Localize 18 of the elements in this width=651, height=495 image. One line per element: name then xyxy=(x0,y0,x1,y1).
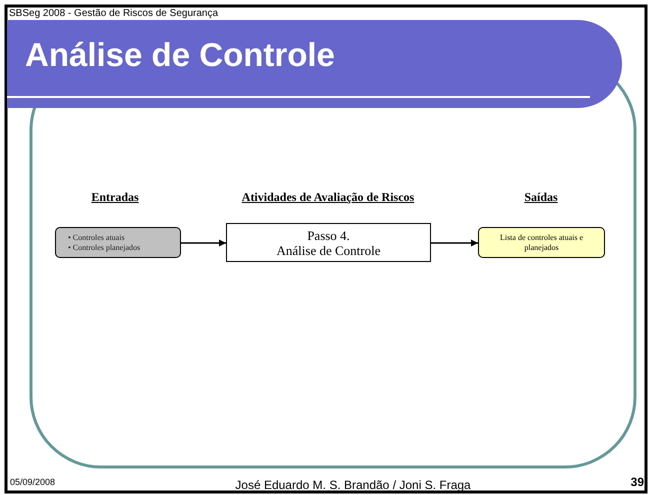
column-heading: Entradas xyxy=(91,190,139,205)
header-text: SBSeg 2008 - Gestão de Riscos de Segurança xyxy=(9,9,218,19)
column-heading: Saídas xyxy=(524,190,558,205)
arrow xyxy=(181,240,226,246)
list-item: • Controles planejados xyxy=(68,242,142,252)
node-text: Lista de controles atuais e planejados xyxy=(498,232,584,252)
column-heading: Atividades de Avaliação de Riscos xyxy=(242,190,414,205)
output-box xyxy=(478,227,605,258)
slide-title: Análise de Controle xyxy=(25,36,335,74)
input-box xyxy=(55,227,181,258)
arrow xyxy=(431,240,478,246)
process-box xyxy=(226,223,431,262)
author-text: José Eduardo M. S. Brandão / Joni S. Fraga xyxy=(235,478,471,492)
page-number: 39 xyxy=(630,475,644,489)
date-text: 05/09/2008 xyxy=(10,477,56,487)
node-text: Análise de Controle xyxy=(276,242,382,258)
list-item: • Controles atuais xyxy=(68,232,126,242)
node-text: Passo 4. xyxy=(306,228,351,242)
